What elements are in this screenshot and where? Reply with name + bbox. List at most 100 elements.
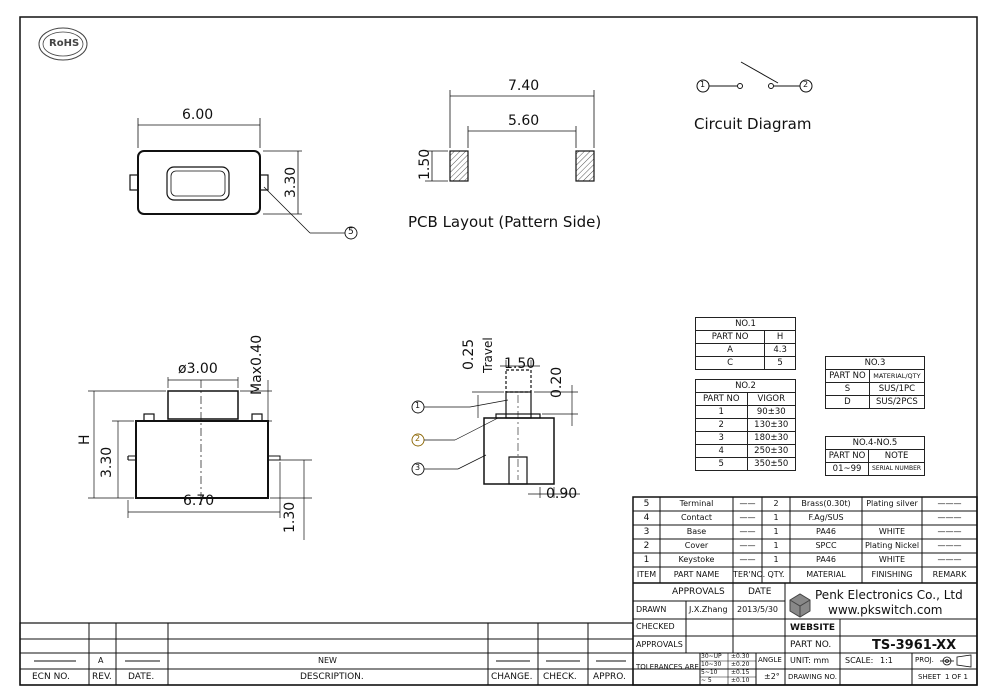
bom-cell: ——— [937, 513, 962, 522]
detail-d3-dim: 0.20 [549, 366, 565, 398]
table-cell: D [825, 395, 870, 409]
side-dia-dim: ø3.00 [178, 361, 218, 377]
table-cell: 01~99 [824, 462, 870, 476]
bom-header: REMARK [932, 570, 967, 579]
bom-cell: 1 [773, 555, 779, 564]
detail-view [411, 360, 580, 498]
approvals2-label: APPROVALS [636, 640, 683, 649]
table-cell: C [694, 356, 766, 370]
pcb-pad-dim: 1.50 [417, 148, 433, 180]
scale-value: 1:1 [880, 656, 893, 665]
company-logo-icon [789, 593, 811, 618]
drawing-no-label: DRAWING NO. [788, 673, 837, 681]
bom-item-number: 2 [643, 541, 650, 551]
bom-header: TER'NO. [733, 570, 766, 579]
bom-header: ITEM [636, 570, 657, 579]
bom-header: PART NAME [673, 570, 720, 579]
no1-header: H [764, 330, 796, 344]
scale-label: SCALE: [845, 656, 874, 665]
bom-header: MATERIAL [806, 570, 846, 579]
bom-cell: Contact [680, 513, 713, 522]
angle-value: ±2° [764, 672, 780, 681]
sheet-value: 1 OF 1 [945, 673, 968, 681]
table-cell: 4.3 [764, 343, 796, 357]
bom-cell: ——— [937, 555, 962, 564]
revision-value: A [98, 656, 104, 665]
bom-cell: Keystoke [678, 555, 715, 564]
table-cell: 90±30 [746, 405, 797, 419]
drawn-date: 2013/5/30 [737, 605, 779, 614]
bom-header: FINISHING [871, 570, 913, 579]
bom-cell: SPCC [815, 541, 837, 550]
bom-cell: Brass(0.30t) [801, 499, 851, 508]
part-no-value: TS-3961-XX [872, 638, 957, 653]
tol-value: ±0.10 [731, 677, 750, 684]
drawing-border [19, 16, 978, 686]
bom-cell: Plating silver [866, 499, 918, 508]
no2-header: PART NO [695, 392, 748, 406]
bom-cell: Terminal [679, 499, 714, 508]
callout-1: 1 [415, 401, 421, 410]
side-h-dim: H [77, 434, 93, 445]
table-cell: 3 [695, 431, 748, 445]
bom-cell: Cover [684, 541, 709, 550]
bom-header: QTY. [767, 570, 785, 579]
projection-symbol-icon [940, 654, 972, 668]
rev-header: DESCRIPTION. [300, 672, 364, 682]
table-cell: 250±30 [746, 444, 797, 458]
side-view [88, 377, 312, 540]
approvals-label: APPROVALS [672, 587, 725, 597]
table-cell: 2 [695, 418, 748, 432]
bom-cell: Base [686, 527, 707, 536]
bom-cell: PA46 [816, 555, 836, 564]
website-label: WEBSITE [790, 623, 836, 633]
checked-label: CHECKED [636, 622, 675, 631]
tol-value: ±0.20 [731, 661, 750, 668]
bom-cell: ——— [937, 499, 962, 508]
detail-d2-dim: 1.50 [504, 356, 536, 372]
rohs-badge-icon [38, 27, 88, 61]
table-cell: 4 [695, 444, 748, 458]
tol-range: 30~UP [701, 653, 722, 660]
table-cell: SERIAL NUMBER [868, 462, 925, 476]
circuit-pin-2: 2 [803, 80, 809, 89]
pcb-outer-dim: 7.40 [508, 78, 540, 94]
bom-cell: ——— [937, 541, 962, 550]
no3-header: MATERIAL/QTY [868, 369, 926, 383]
drawn-by: J.X.Zhang [689, 605, 728, 614]
no3-title: NO.3 [825, 356, 925, 370]
bom-cell: —— [739, 555, 756, 564]
no2-title: NO.2 [695, 379, 796, 393]
bom-cell: —— [739, 527, 756, 536]
table-cell: SUS/1PC [868, 382, 926, 396]
callout-3: 3 [415, 463, 421, 472]
table-cell: SUS/2PCS [868, 395, 926, 409]
no45-header: PART NO [824, 449, 870, 463]
rev-header: CHECK. [543, 672, 577, 682]
tol-value: ±0.30 [731, 653, 750, 660]
bom-cell: Plating Nickel [864, 541, 920, 550]
table-cell: 5 [695, 457, 748, 471]
no3-header: PART NO [825, 369, 870, 383]
detail-d4-dim: 0.90 [546, 486, 578, 502]
pcb-inner-dim: 5.60 [508, 113, 540, 129]
table-cell: S [825, 382, 870, 396]
bom-item-number: 5 [643, 499, 650, 509]
bom-cell: —— [739, 499, 756, 508]
callout-5: 5 [348, 227, 354, 237]
circuit-diagram [696, 61, 813, 93]
bom-cell: —— [739, 513, 756, 522]
top-width-dim: 6.00 [182, 107, 214, 123]
title-block-grid [19, 496, 978, 686]
no1-header: PART NO [694, 330, 766, 344]
table-cell: 1 [695, 405, 748, 419]
tol-range: ~ 5 [701, 677, 712, 684]
bom-cell: PA46 [816, 527, 836, 536]
rev-header: REV. [92, 672, 112, 682]
table-cell: 180±30 [746, 431, 797, 445]
detail-d1-dim: 0.25 [461, 338, 477, 370]
